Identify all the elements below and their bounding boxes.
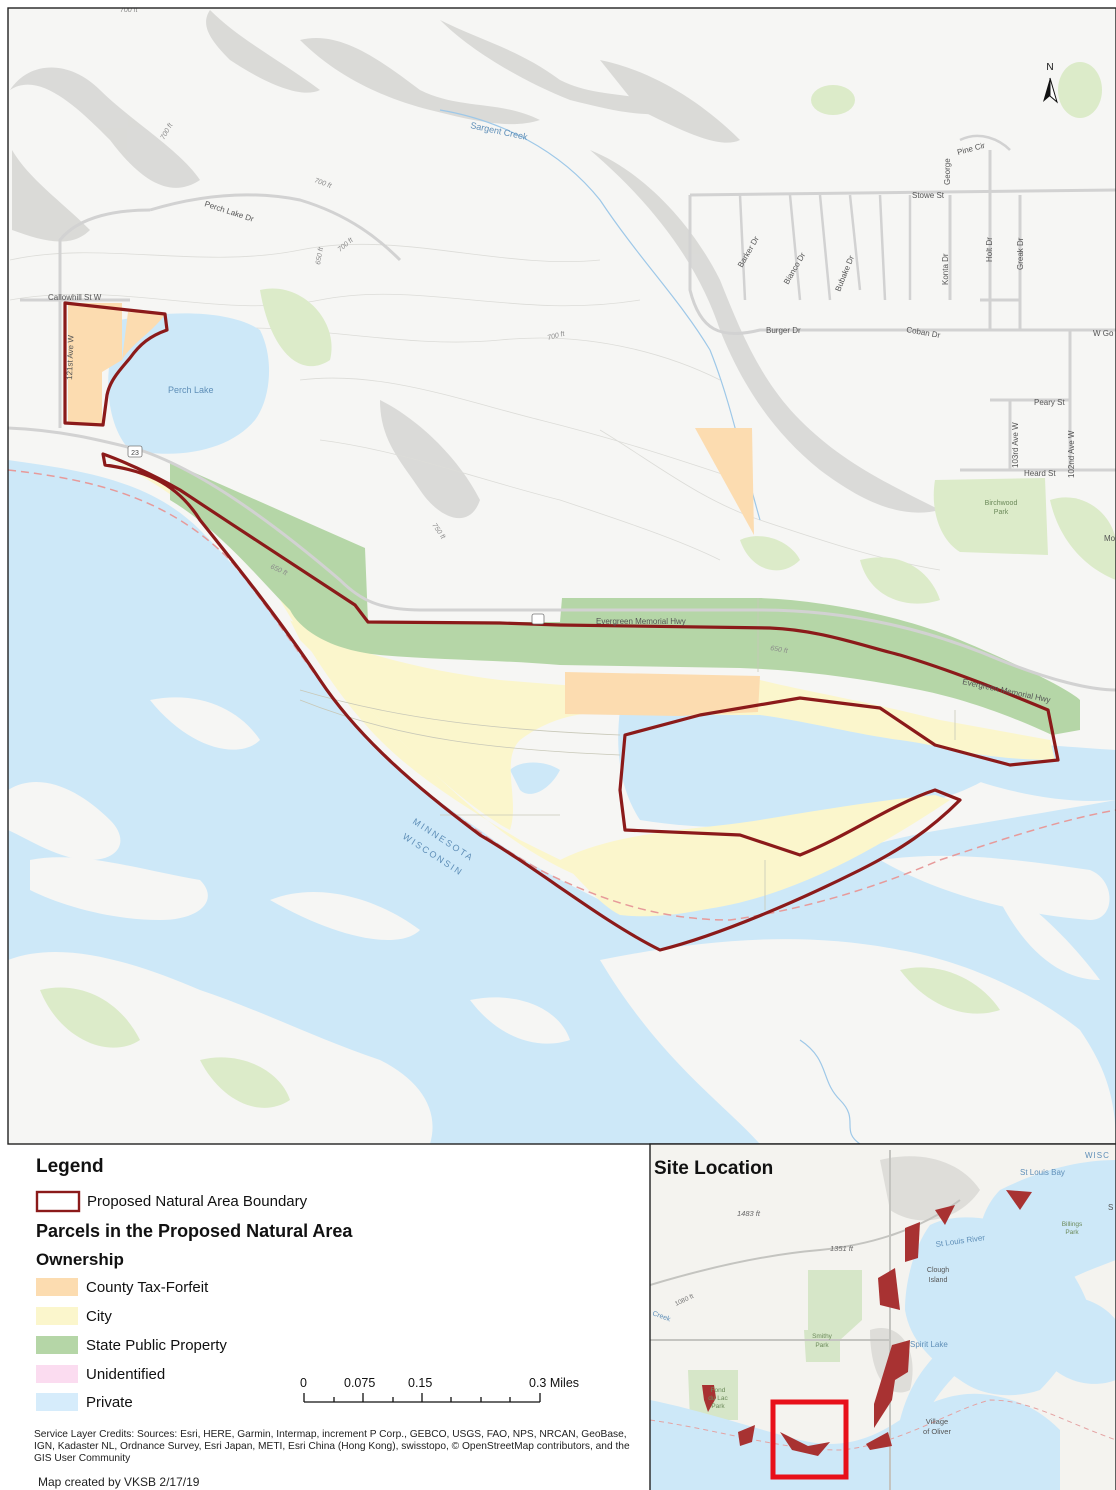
swatch-city-icon — [36, 1307, 78, 1325]
swatch-unidentified-icon — [36, 1365, 78, 1383]
legend-item-state: State Public Property — [36, 1336, 227, 1354]
label-perch-lake: Perch Lake — [168, 385, 214, 395]
street-grid — [738, 134, 1011, 301]
parcel-county-2 — [68, 303, 122, 425]
inset-label-clough-2: Island — [929, 1277, 948, 1284]
legend-item-private: Private — [36, 1393, 133, 1411]
parcel-county-3 — [122, 312, 165, 360]
inset-label-village-1: Village — [926, 1417, 948, 1426]
map-created-by: Map created by VKSB 2/17/19 — [38, 1475, 200, 1489]
boundary-main-area — [101, 452, 1060, 952]
map-frame — [7, 7, 1116, 1145]
label-callowhill: Callowhill St W — [48, 293, 102, 302]
inset-label-st-louis-bay: St Louis Bay — [1020, 1168, 1065, 1177]
inset-label-billings-2: Park — [1065, 1229, 1079, 1236]
inset-label-smithy-1: Smithy — [812, 1333, 833, 1340]
legend-boundary-swatch — [35, 1190, 81, 1213]
parcel-island-city — [560, 795, 935, 917]
parcel-county-1 — [565, 672, 760, 716]
inset-label-village-2: of Oliver — [923, 1427, 951, 1436]
legend-ownership-title: Ownership — [36, 1250, 124, 1269]
label-contour-650a: 650 ft — [315, 246, 325, 266]
highway-23-shield: 23 — [127, 445, 545, 625]
label-birchwood-park-2: Park — [994, 509, 1009, 516]
scale-label-015: 0.15 — [408, 1376, 433, 1390]
inset-label-spirit-lake: Spirit Lake — [910, 1340, 948, 1349]
inset-label-1351: 1351 ft — [830, 1244, 854, 1253]
svg-text:23: 23 — [131, 450, 139, 457]
label-contour-700a: 700 ft — [120, 7, 139, 14]
label-holt-dr: Holt Dr — [985, 237, 994, 262]
legend-boundary-label: Proposed Natural Area Boundary — [87, 1193, 308, 1210]
label-contour-700e: 700 ft — [547, 330, 567, 342]
label-w-go: W Go — [1093, 329, 1114, 338]
inset-label-smithy-2: Park — [815, 1342, 829, 1349]
inset-label-1483: 1483 ft — [737, 1209, 761, 1218]
scale-label-03: 0.3 Miles — [529, 1376, 580, 1390]
legend-item-label: City — [86, 1307, 112, 1325]
inset-label-fond-3: Park — [711, 1403, 725, 1410]
service-layer-credits: Service Layer Credits: Sources: Esri, HE… — [34, 1429, 630, 1464]
main-map[interactable]: 23 Sargent Creek Perch Lake Dr Callowhil… — [8, 7, 1116, 1144]
label-greak-dr: Greak Dr — [1016, 237, 1025, 270]
svg-text:N: N — [1046, 62, 1053, 73]
legend-item-county: County Tax-Forfeit — [36, 1278, 208, 1296]
label-mo: Mo — [1104, 534, 1116, 543]
swatch-county-icon — [36, 1278, 78, 1296]
label-contour-650c: 650 ft — [770, 645, 790, 655]
scale-label-0075: 0.075 — [344, 1376, 376, 1390]
label-102nd-ave: 102nd Ave W — [1067, 430, 1076, 478]
scale-bar — [303, 1393, 541, 1403]
label-evergreen-hwy-1: Evergreen Memorial Hwy — [596, 617, 686, 626]
legend-item-label: Unidentified — [86, 1365, 166, 1383]
legend-item-label: County Tax-Forfeit — [86, 1278, 209, 1296]
legend-item-city: City — [36, 1307, 112, 1325]
legend-item-label: State Public Property — [86, 1336, 227, 1354]
label-konta-dr: Konta Dr — [941, 253, 950, 285]
label-103rd-ave: 103rd Ave W — [1011, 422, 1020, 468]
legend-parcels-title: Parcels in the Proposed Natural Area — [36, 1221, 353, 1241]
label-birchwood-park-1: Birchwood — [985, 500, 1018, 507]
inset-label-s-edge: S — [1108, 1203, 1113, 1212]
legend-item-unidentified: Unidentified — [36, 1365, 165, 1383]
label-george: George — [943, 158, 952, 185]
inset-label-fond-2: du Lac — [708, 1395, 728, 1402]
scale-label-0: 0 — [300, 1376, 307, 1390]
parcel-state — [170, 462, 1080, 735]
legend-title: Legend — [36, 1156, 104, 1177]
label-stowe-st: Stowe St — [912, 191, 945, 200]
label-peary-st: Peary St — [1034, 398, 1065, 407]
river-islands — [8, 697, 1116, 1144]
inset-map[interactable]: St Louis Bay 1483 ft 1351 ft St Louis Ri… — [650, 1144, 1116, 1490]
north-arrow-icon: N — [1043, 62, 1058, 104]
inset-site-highlight — [770, 1399, 849, 1480]
parcel-county-4 — [695, 428, 754, 535]
label-burger-dr: Burger Dr — [766, 326, 801, 335]
boundary-perch-lake-parcel — [63, 301, 169, 427]
inset-frame — [649, 1143, 1116, 1490]
inset-title: Site Location — [654, 1158, 774, 1179]
inset-label-fond-1: Fond — [711, 1387, 726, 1394]
parcel-lines — [299, 598, 956, 910]
label-heard-st: Heard St — [1024, 469, 1056, 478]
island-vegetation — [40, 967, 1000, 1108]
inset-label-wisc: WISC — [1085, 1151, 1110, 1160]
inset-natural-areas — [702, 1190, 1032, 1456]
swatch-private-icon — [36, 1393, 78, 1411]
inset-label-billings-1: Billings — [1062, 1221, 1083, 1228]
swatch-state-icon — [36, 1336, 78, 1354]
state-boundary-line — [8, 469, 1116, 921]
label-121st-ave: 121st Ave W — [65, 335, 76, 381]
proposed-natural-area-boundary[interactable] — [63, 301, 1060, 952]
legend-item-label: Private — [86, 1393, 133, 1411]
streams — [439, 109, 861, 1144]
inset-label-clough-1: Clough — [927, 1267, 949, 1274]
